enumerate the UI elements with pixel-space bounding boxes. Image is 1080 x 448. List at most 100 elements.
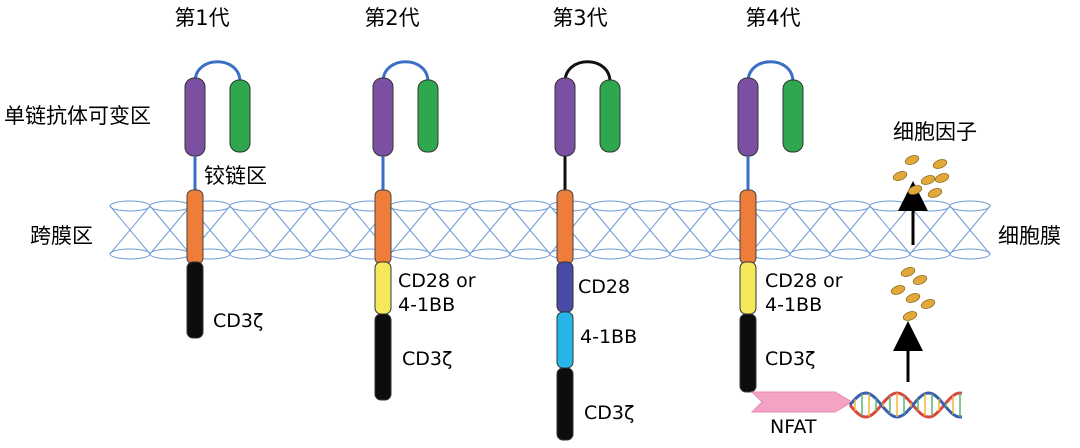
cytokine-particle: [920, 299, 936, 309]
cytokine-particle: [907, 185, 923, 195]
membrane-head-top: [789, 200, 831, 212]
cytokine-particle: [934, 173, 950, 183]
cytokine-particle: [900, 267, 916, 277]
scfv-linker: [746, 60, 795, 83]
cytokine-particle: [892, 171, 908, 181]
vl-domain: [599, 79, 621, 153]
cell-membrane: [109, 200, 991, 260]
cytokine-particle: [902, 311, 918, 321]
dna-strand: [848, 391, 963, 419]
membrane-chain: [389, 205, 431, 255]
scfv-linker: [193, 60, 242, 83]
gen1-title: 第1代: [174, 6, 230, 30]
membrane-chain: [949, 205, 991, 255]
membrane-head-top: [309, 200, 351, 212]
membrane-head-top: [949, 200, 991, 212]
membrane-head-top: [909, 200, 951, 212]
gen3-41bb-label: 4-1BB: [580, 326, 638, 348]
membrane-head-top: [829, 200, 871, 212]
car-receptor-gen4: [737, 60, 804, 393]
car-receptor-gen3: [554, 60, 621, 441]
membrane-chain: [669, 205, 711, 255]
cytokine-particle: [932, 159, 948, 169]
cd3z-domain: [556, 367, 574, 441]
membrane-chain: [909, 205, 951, 255]
transmembrane-domain: [186, 189, 204, 265]
cd28-or-41bb-domain: [739, 261, 757, 315]
membrane-head-bottom: [429, 248, 471, 260]
vh-domain: [372, 77, 394, 157]
membrane-chain: [589, 205, 631, 255]
membrane-head-bottom: [869, 248, 911, 260]
cytokine-label: 细胞因子: [893, 120, 977, 144]
membrane-label: 细胞膜: [998, 224, 1061, 248]
scfv-linker: [381, 60, 430, 83]
membrane-head-bottom: [509, 248, 551, 260]
membrane-chain: [829, 205, 871, 255]
gen4-title: 第4代: [745, 6, 801, 30]
gen4-cd3z-label: CD3ζ: [765, 348, 816, 370]
cytokine-particle: [890, 285, 906, 295]
membrane-head-bottom: [949, 248, 991, 260]
membrane-chain: [469, 205, 511, 255]
transmembrane-domain: [374, 189, 392, 265]
nfat-label: NFAT: [770, 416, 817, 438]
vl-domain: [229, 79, 251, 153]
membrane-head-bottom: [589, 248, 631, 260]
dna-helix: [848, 391, 963, 419]
membrane-head-bottom: [309, 248, 351, 260]
cytokine-particle: [904, 155, 920, 165]
membrane-head-top: [509, 200, 551, 212]
membrane-chain: [429, 205, 471, 255]
gen2-costim-label: CD28 or 4-1BB: [398, 270, 476, 316]
car-receptor-gen1: [184, 60, 251, 339]
scfv-label: 单链抗体可变区: [4, 104, 151, 128]
membrane-head-top: [869, 200, 911, 212]
membrane-chain: [309, 205, 351, 255]
membrane-chain: [269, 205, 311, 255]
cd3z-domain: [739, 313, 757, 393]
vl-domain: [782, 79, 804, 153]
gen3-cd28-label: CD28: [578, 276, 631, 298]
membrane-chain: [109, 205, 151, 255]
cytokine-particle: [905, 293, 921, 303]
vl-domain: [417, 79, 439, 153]
membrane-head-top: [229, 200, 271, 212]
membrane-head-bottom: [789, 248, 831, 260]
cytokine-particle: [927, 188, 943, 198]
membrane-head-top: [629, 200, 671, 212]
gen3-title: 第3代: [552, 6, 608, 30]
membrane-chain: [629, 205, 671, 255]
car-receptor-gen2: [372, 60, 439, 401]
membrane-head-top: [109, 200, 151, 212]
membrane-head-bottom: [109, 248, 151, 260]
scfv-linker: [563, 60, 612, 83]
gen1-cd3z-label: CD3ζ: [213, 310, 264, 332]
membrane-head-bottom: [469, 248, 511, 260]
nfat-arrow: [750, 391, 853, 413]
gen2-cd3z-label: CD3ζ: [402, 348, 453, 370]
membrane-head-bottom: [389, 248, 431, 260]
membrane-head-bottom: [269, 248, 311, 260]
gen4-costim-label: CD28 or 4-1BB: [765, 270, 843, 316]
membrane-head-top: [149, 200, 191, 212]
membrane-head-bottom: [829, 248, 871, 260]
vh-domain: [184, 77, 206, 157]
membrane-chain: [509, 205, 551, 255]
cytokine-particle: [920, 175, 936, 185]
membrane-head-top: [269, 200, 311, 212]
membrane-head-top: [389, 200, 431, 212]
membrane-head-top: [429, 200, 471, 212]
membrane-chain: [789, 205, 831, 255]
transmembrane-label: 跨膜区: [30, 224, 93, 248]
membrane-head-top: [589, 200, 631, 212]
41bb-domain: [556, 311, 574, 369]
membrane-head-bottom: [229, 248, 271, 260]
membrane-head-top: [669, 200, 711, 212]
cytokine-particle: [912, 275, 928, 285]
gen3-cd3z-label: CD3ζ: [584, 402, 635, 424]
transmembrane-domain: [739, 189, 757, 265]
cd3z-domain: [374, 313, 392, 401]
